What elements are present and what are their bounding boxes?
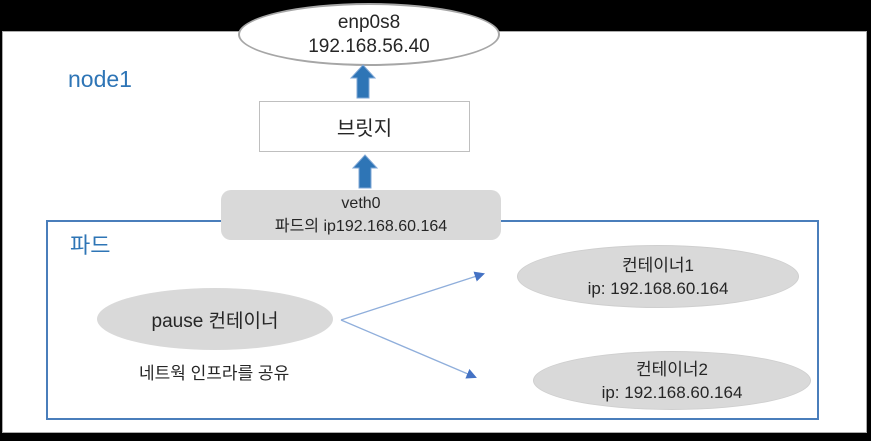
external-interface-name: enp0s8	[337, 11, 401, 33]
bridge-label: 브릿지	[336, 118, 393, 140]
pod-label: 파드	[70, 233, 111, 258]
container1-name: 컨테이너1	[621, 255, 694, 275]
external-interface-ip: 192.168.56.40	[308, 35, 430, 57]
veth0-box: veth0 파드의 ip192.168.60.164	[221, 190, 501, 240]
external-interface-ellipse: enp0s8 192.168.56.40	[238, 3, 500, 66]
container2-ip: ip: 192.168.60.164	[601, 382, 743, 402]
container1-ellipse: 컨테이너1 ip: 192.168.60.164	[517, 245, 799, 308]
container2-ellipse: 컨테이너2 ip: 192.168.60.164	[533, 351, 811, 410]
veth0-ip-label: 파드의 ip192.168.60.164	[274, 218, 448, 235]
container2-name: 컨테이너2	[635, 359, 708, 379]
bridge-box: 브릿지	[259, 101, 470, 152]
network-share-note: 네트웍 인프라를 공유	[139, 364, 290, 383]
pause-container-ellipse: pause 컨테이너	[97, 288, 333, 350]
node1-label: node1	[68, 66, 132, 92]
pause-container-label: pause 컨테이너	[151, 310, 279, 332]
veth0-name: veth0	[341, 195, 381, 212]
container1-ip: ip: 192.168.60.164	[587, 278, 729, 298]
